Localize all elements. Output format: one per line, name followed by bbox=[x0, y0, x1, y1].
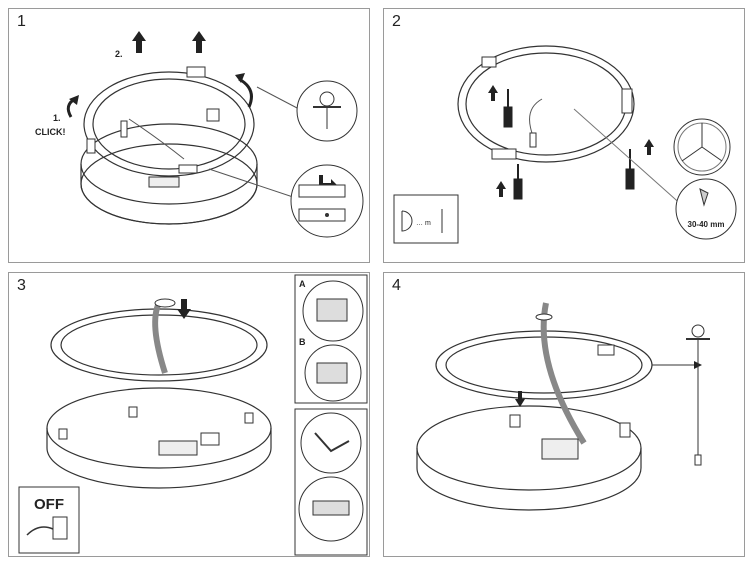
driver-box bbox=[541, 438, 579, 460]
step-2-label: 2. bbox=[115, 49, 123, 59]
screwdriver-icon bbox=[503, 89, 635, 200]
driver-box bbox=[148, 176, 180, 188]
suspension-hook-icon bbox=[691, 324, 705, 338]
ring-clip bbox=[621, 88, 633, 114]
housing-base bbox=[416, 405, 642, 511]
driver-box bbox=[158, 440, 198, 456]
up-arrow-icon bbox=[132, 31, 206, 53]
panel-4: 4 bbox=[383, 272, 745, 557]
wall-switch-icon bbox=[52, 516, 68, 540]
panel-number: 1 bbox=[17, 13, 26, 30]
housing-base bbox=[80, 123, 258, 225]
off-label: OFF bbox=[34, 496, 64, 513]
step-1-label: 1. bbox=[53, 113, 61, 123]
up-arrow-icon bbox=[488, 85, 654, 197]
panel-number: 2 bbox=[392, 13, 401, 30]
panel-3: 3 A B OFF bbox=[8, 272, 370, 557]
ring-clip bbox=[481, 56, 497, 68]
panel-number: 4 bbox=[392, 277, 401, 294]
panel-1: 1 2. 1. CLICK! bbox=[8, 8, 370, 263]
off-switch-box bbox=[18, 486, 80, 554]
housing-base bbox=[46, 387, 272, 489]
detail-circle bbox=[675, 178, 737, 240]
svg-text:… m: … m bbox=[416, 220, 431, 227]
panel-2-illustration: 30-40 mm … m bbox=[393, 45, 737, 244]
panel-2: 2 30-4 bbox=[383, 8, 745, 263]
callout-a-label: A bbox=[299, 279, 306, 289]
callout-b-label: B bbox=[299, 337, 306, 347]
ring-clip bbox=[206, 108, 220, 122]
ring-clip bbox=[86, 138, 96, 154]
mounting-ring bbox=[83, 71, 255, 177]
panel-4-illustration bbox=[416, 302, 710, 511]
detail-circle bbox=[290, 164, 364, 238]
ring-clip bbox=[178, 164, 198, 174]
ring-clip bbox=[491, 148, 517, 160]
down-arrow-icon bbox=[515, 391, 525, 407]
panel-3-illustration: A B OFF bbox=[18, 274, 368, 556]
distance-label: 30-40 mm bbox=[688, 220, 725, 229]
detail-circle bbox=[300, 412, 362, 474]
panel-number: 3 bbox=[17, 277, 26, 294]
panel-1-illustration: 2. 1. CLICK! bbox=[35, 31, 364, 238]
down-arrow-icon bbox=[177, 299, 191, 319]
click-label: CLICK! bbox=[35, 127, 66, 137]
ring-clip bbox=[186, 66, 206, 78]
rotate-arrow-icon bbox=[238, 77, 253, 108]
